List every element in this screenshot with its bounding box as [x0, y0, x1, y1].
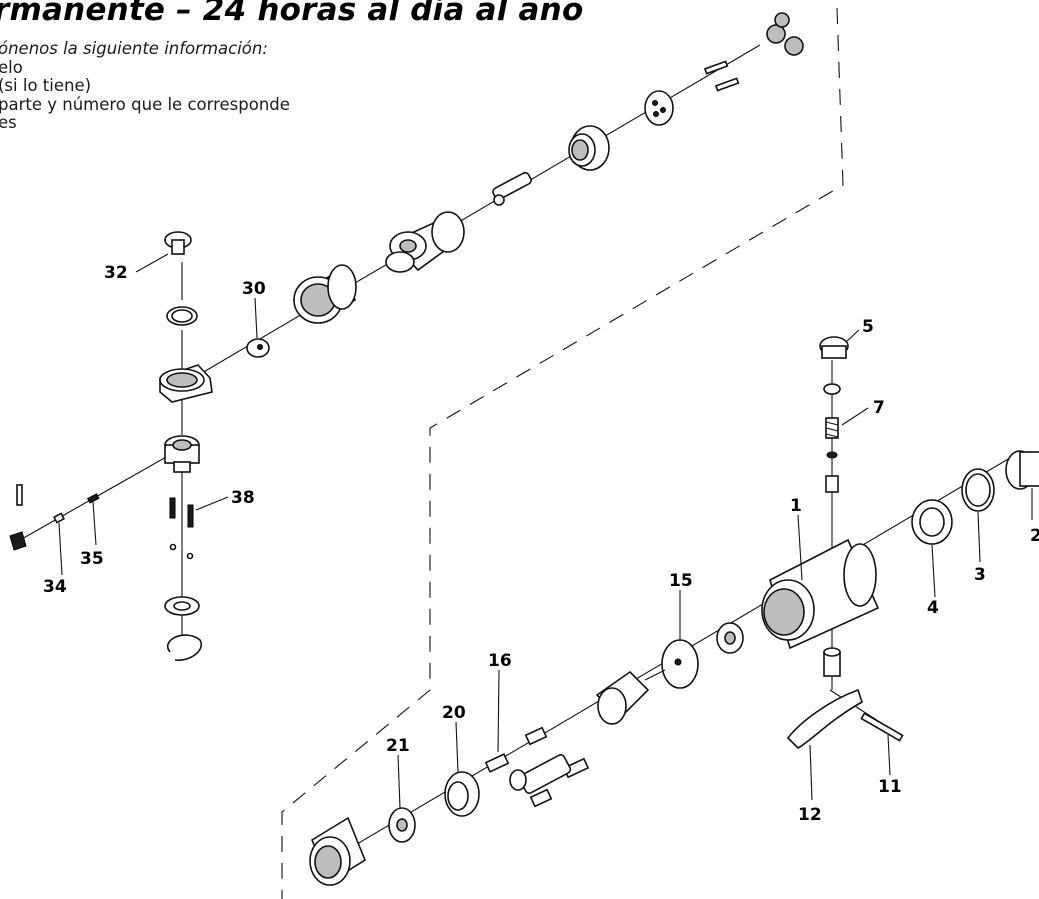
callout-label: 21	[386, 736, 410, 756]
ring-4	[911, 499, 953, 545]
spacer-21	[388, 807, 416, 843]
callout-label: 12	[798, 805, 822, 825]
callout-label: 1	[790, 496, 802, 516]
callout-label: 15	[669, 571, 693, 591]
inlet-2	[1005, 450, 1039, 490]
front-cap	[309, 816, 366, 886]
trigger-12	[786, 688, 863, 749]
springs-38	[169, 497, 194, 560]
callout-label: 2	[1030, 526, 1039, 546]
gear-plate	[644, 90, 674, 126]
bushing-lower	[823, 647, 841, 677]
yoke	[385, 211, 465, 273]
gear-pins	[703, 12, 804, 92]
valve-stem	[825, 451, 839, 493]
screw-32	[164, 231, 192, 255]
ratchet-housing	[293, 264, 357, 324]
spring-7	[825, 417, 839, 439]
pawl-34-35	[9, 484, 100, 551]
callout-label: 38	[231, 488, 255, 508]
crank-shaft	[492, 171, 532, 206]
bushing-30	[246, 338, 270, 358]
info-line: (si lo tiene)	[0, 76, 92, 95]
bearing-ring	[568, 125, 610, 171]
dashed-guide-lines	[281, 7, 844, 899]
callout-label: 32	[104, 263, 128, 283]
callout-label: 34	[43, 577, 67, 597]
retaining-ring	[167, 634, 203, 661]
drive-anvil	[164, 435, 200, 473]
info-intro: ónenos la siguiente información:	[0, 39, 268, 58]
lower-parts	[309, 336, 1039, 886]
callout-label: 35	[80, 549, 104, 569]
bearing-20	[444, 771, 480, 817]
callout-label: 5	[862, 317, 874, 337]
info-line: elo	[0, 57, 23, 77]
page-title: rmanente – 24 horas al día al año	[0, 0, 584, 28]
pin-11	[860, 712, 904, 742]
callout-label: 11	[878, 777, 902, 797]
callout-leaders	[58, 253, 1033, 809]
info-text: ónenos la siguiente información: elo (si…	[0, 39, 290, 133]
ratchet-head	[159, 364, 213, 403]
callout-labels: 32 30 5 7 38 35 34 1 4 3 2 15 16 20 21 1…	[43, 263, 1039, 825]
info-line: es	[0, 113, 17, 132]
callout-label: 16	[488, 651, 512, 671]
upper-axis-lines	[19, 44, 761, 640]
motor-housing-1	[761, 538, 880, 650]
rotor-vanes-16	[484, 726, 590, 808]
washer-lower	[164, 596, 200, 616]
info-line: parte y número que le corresponde	[0, 94, 290, 114]
callout-label: 20	[442, 703, 466, 723]
callout-label: 4	[927, 598, 939, 618]
valve-cap-5	[819, 336, 849, 359]
callout-label: 3	[974, 565, 986, 585]
washer-upper	[166, 306, 198, 326]
o-ring-small	[823, 383, 841, 395]
lower-axis-lines	[329, 360, 1016, 861]
upper-parts	[9, 12, 804, 661]
ring-3	[961, 468, 995, 512]
cylinder	[595, 670, 650, 725]
washer-front	[716, 622, 744, 654]
end-plate-15	[644, 639, 699, 689]
callout-label: 7	[873, 398, 885, 418]
callout-label: 30	[242, 279, 266, 299]
